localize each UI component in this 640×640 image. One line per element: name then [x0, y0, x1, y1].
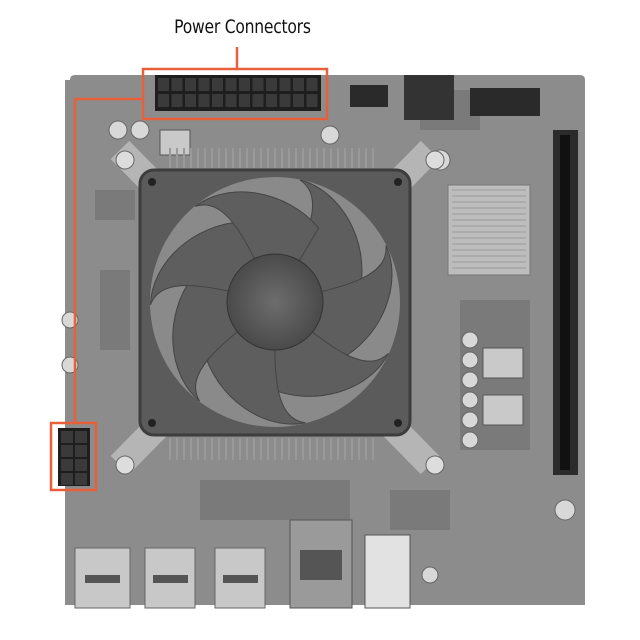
- connector-pin: [61, 473, 73, 485]
- connector-pin: [75, 431, 87, 443]
- connector-pin: [279, 94, 291, 107]
- connector-pin: [158, 78, 169, 91]
- rear-io: [74, 519, 411, 609]
- connector-pin: [185, 94, 196, 107]
- connector-pin: [239, 94, 250, 107]
- connector-pin: [61, 445, 73, 457]
- chipset-heatsink: [447, 184, 531, 276]
- connector-pin: [75, 459, 87, 471]
- connector-pin: [185, 78, 196, 91]
- connector-pin: [293, 94, 304, 107]
- connector-pin: [239, 78, 250, 91]
- connector-pin: [266, 94, 277, 107]
- connector-pin: [75, 445, 87, 457]
- fan-header: [350, 85, 388, 107]
- callout-box-24pin: [141, 67, 329, 121]
- fan-blade: [273, 245, 393, 362]
- callout-box-8pin: [49, 421, 98, 492]
- connector-pin: [225, 78, 237, 91]
- connector-pin: [293, 78, 304, 91]
- fan-blade: [203, 301, 306, 425]
- usb-header: [470, 88, 540, 116]
- connector-pin: [171, 78, 183, 91]
- audio-jack-header: [404, 75, 454, 120]
- connector-pin: [306, 94, 318, 107]
- cpu-fan: [138, 168, 412, 437]
- pcie-slot: [553, 130, 578, 475]
- callout-lines: [49, 47, 329, 492]
- cpu-8pin-connector: [58, 428, 90, 486]
- connector-pin: [266, 78, 277, 91]
- connector-pin: [306, 78, 318, 91]
- callout-label: Power Connectors: [174, 16, 311, 38]
- connector-pin: [252, 94, 264, 107]
- connector-pin: [212, 94, 223, 107]
- connector-pin: [61, 431, 73, 443]
- connector-pin: [198, 78, 210, 91]
- connector-pin: [252, 78, 264, 91]
- connector-pin: [212, 78, 223, 91]
- connector-pin: [198, 94, 210, 107]
- mount-screws: [115, 150, 445, 475]
- connector-pin: [171, 94, 183, 107]
- connector-pin: [158, 94, 169, 107]
- heatsink-fins: [169, 148, 374, 460]
- atx-24pin-connector: [155, 75, 321, 111]
- connector-pin: [61, 459, 73, 471]
- connector-pin: [225, 94, 237, 107]
- connector-pin: [75, 473, 87, 485]
- connector-pin: [279, 78, 291, 91]
- fan-hub: [226, 253, 324, 351]
